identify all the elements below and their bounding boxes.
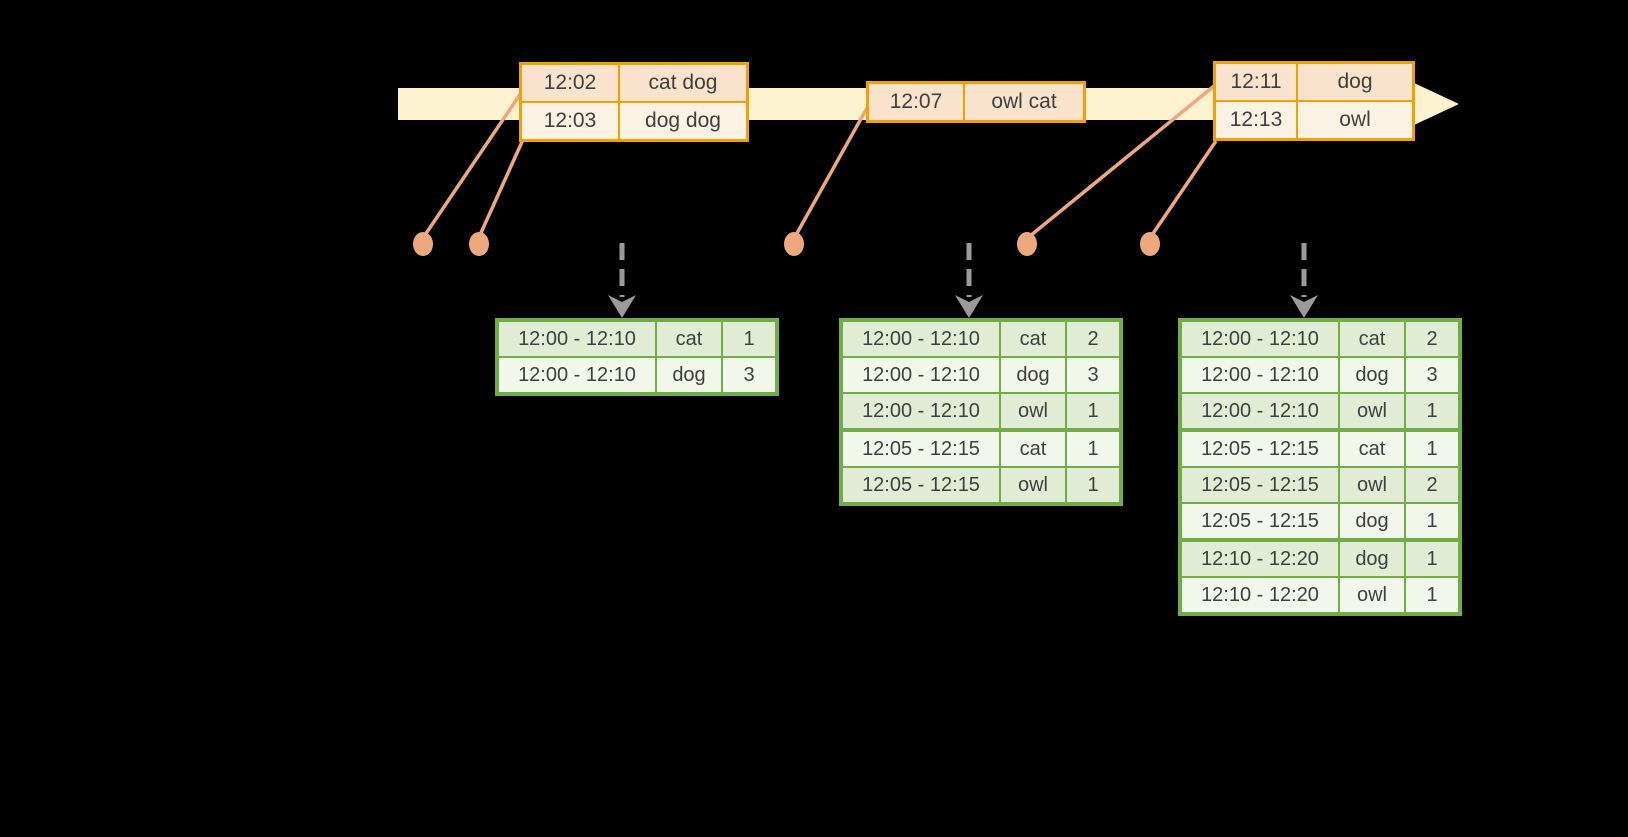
- word-cell: dog: [1338, 502, 1406, 541]
- window-cell: 12:05 - 12:15: [840, 466, 1001, 505]
- window-cell: 12:00 - 12:10: [840, 319, 1001, 358]
- result-row: 12:00 - 12:10 dog 3: [496, 356, 778, 395]
- result-row: 12:10 - 12:20 owl 1: [1179, 576, 1461, 615]
- window-cell: 12:05 - 12:15: [1179, 428, 1340, 468]
- result-row: 12:05 - 12:15 cat 1: [1179, 428, 1461, 468]
- count-cell: 1: [1404, 538, 1461, 578]
- window-cell: 12:05 - 12:15: [1179, 502, 1340, 541]
- event-time-cell: 12:07: [866, 81, 965, 123]
- word-cell: dog: [1338, 356, 1406, 394]
- result-table-1: 12:00 - 12:10 cat 1 12:00 - 12:10 dog 3: [495, 318, 779, 396]
- event-row: 12:11 dog: [1213, 61, 1415, 102]
- count-cell: 1: [1065, 428, 1122, 468]
- result-table-3: 12:00 - 12:10 cat 2 12:00 - 12:10 dog 3 …: [1178, 318, 1462, 616]
- result-row: 12:00 - 12:10 cat 2: [840, 319, 1122, 358]
- down-arrowhead-icon: [955, 295, 983, 318]
- window-cell: 12:00 - 12:10: [1179, 356, 1340, 394]
- window-cell: 12:05 - 12:15: [840, 428, 1001, 468]
- word-cell: cat: [999, 428, 1067, 468]
- event-dot-icon: [1017, 232, 1037, 256]
- window-cell: 12:00 - 12:10: [496, 356, 657, 395]
- event-dot-icon: [469, 232, 489, 256]
- count-cell: 3: [1404, 356, 1461, 394]
- word-cell: cat: [999, 319, 1067, 358]
- event-words-cell: cat dog: [618, 62, 749, 103]
- count-cell: 2: [1065, 319, 1122, 358]
- result-row: 12:10 - 12:20 dog 1: [1179, 538, 1461, 578]
- event-row: 12:03 dog dog: [519, 101, 749, 142]
- window-cell: 12:10 - 12:20: [1179, 576, 1340, 615]
- event-row: 12:13 owl: [1213, 100, 1415, 141]
- event-table-2: 12:07 owl cat: [866, 81, 1086, 123]
- event-time-cell: 12:03: [519, 101, 620, 142]
- count-cell: 1: [721, 319, 778, 358]
- result-row: 12:00 - 12:10 cat 1: [496, 319, 778, 358]
- count-cell: 3: [721, 356, 778, 395]
- event-words-cell: dog dog: [618, 101, 749, 142]
- event-dot-icon: [413, 232, 433, 256]
- event-connector-line: [478, 132, 528, 236]
- event-dot-icon: [784, 232, 804, 256]
- result-row: 12:00 - 12:10 dog 3: [1179, 356, 1461, 394]
- word-cell: dog: [999, 356, 1067, 394]
- result-row: 12:05 - 12:15 owl 2: [1179, 466, 1461, 504]
- word-cell: owl: [1338, 466, 1406, 504]
- event-table-3: 12:11 dog 12:13 owl: [1213, 61, 1415, 141]
- event-time-cell: 12:11: [1213, 61, 1298, 102]
- result-row: 12:00 - 12:10 cat 2: [1179, 319, 1461, 358]
- count-cell: 1: [1404, 428, 1461, 468]
- count-cell: 1: [1065, 466, 1122, 505]
- event-connector-line: [794, 107, 869, 236]
- event-table-1: 12:02 cat dog 12:03 dog dog: [519, 62, 749, 142]
- word-cell: owl: [1338, 576, 1406, 615]
- result-row: 12:05 - 12:15 cat 1: [840, 428, 1122, 468]
- result-row: 12:05 - 12:15 dog 1: [1179, 502, 1461, 541]
- word-cell: dog: [655, 356, 723, 395]
- down-arrowhead-icon: [1290, 295, 1318, 318]
- result-row: 12:00 - 12:10 dog 3: [840, 356, 1122, 394]
- word-cell: owl: [1338, 392, 1406, 431]
- event-row: 12:07 owl cat: [866, 81, 1086, 123]
- count-cell: 1: [1404, 392, 1461, 431]
- down-arrowhead-icon: [608, 295, 636, 318]
- word-cell: cat: [1338, 319, 1406, 358]
- window-cell: 12:05 - 12:15: [1179, 466, 1340, 504]
- window-cell: 12:00 - 12:10: [1179, 392, 1340, 431]
- word-cell: cat: [1338, 428, 1406, 468]
- result-table-2: 12:00 - 12:10 cat 2 12:00 - 12:10 dog 3 …: [839, 318, 1123, 506]
- word-cell: owl: [999, 466, 1067, 505]
- count-cell: 2: [1404, 466, 1461, 504]
- event-words-cell: owl cat: [963, 81, 1086, 123]
- window-cell: 12:00 - 12:10: [1179, 319, 1340, 358]
- count-cell: 2: [1404, 319, 1461, 358]
- result-row: 12:00 - 12:10 owl 1: [1179, 392, 1461, 431]
- event-time-cell: 12:13: [1213, 100, 1298, 141]
- word-cell: cat: [655, 319, 723, 358]
- result-row: 12:05 - 12:15 owl 1: [840, 466, 1122, 505]
- window-cell: 12:00 - 12:10: [496, 319, 657, 358]
- count-cell: 1: [1065, 392, 1122, 431]
- event-row: 12:02 cat dog: [519, 62, 749, 103]
- event-dots: [413, 232, 1160, 256]
- result-row: 12:00 - 12:10 owl 1: [840, 392, 1122, 431]
- count-cell: 1: [1404, 576, 1461, 615]
- event-words-cell: owl: [1296, 100, 1415, 141]
- event-words-cell: dog: [1296, 61, 1415, 102]
- window-cell: 12:00 - 12:10: [840, 356, 1001, 394]
- trigger-arrows: [608, 243, 1318, 318]
- event-dot-icon: [1140, 232, 1160, 256]
- window-cell: 12:00 - 12:10: [840, 392, 1001, 431]
- word-cell: owl: [999, 392, 1067, 431]
- count-cell: 3: [1065, 356, 1122, 394]
- event-time-cell: 12:02: [519, 62, 620, 103]
- window-cell: 12:10 - 12:20: [1179, 538, 1340, 578]
- event-connector-line: [1150, 140, 1218, 236]
- count-cell: 1: [1404, 502, 1461, 541]
- word-cell: dog: [1338, 538, 1406, 578]
